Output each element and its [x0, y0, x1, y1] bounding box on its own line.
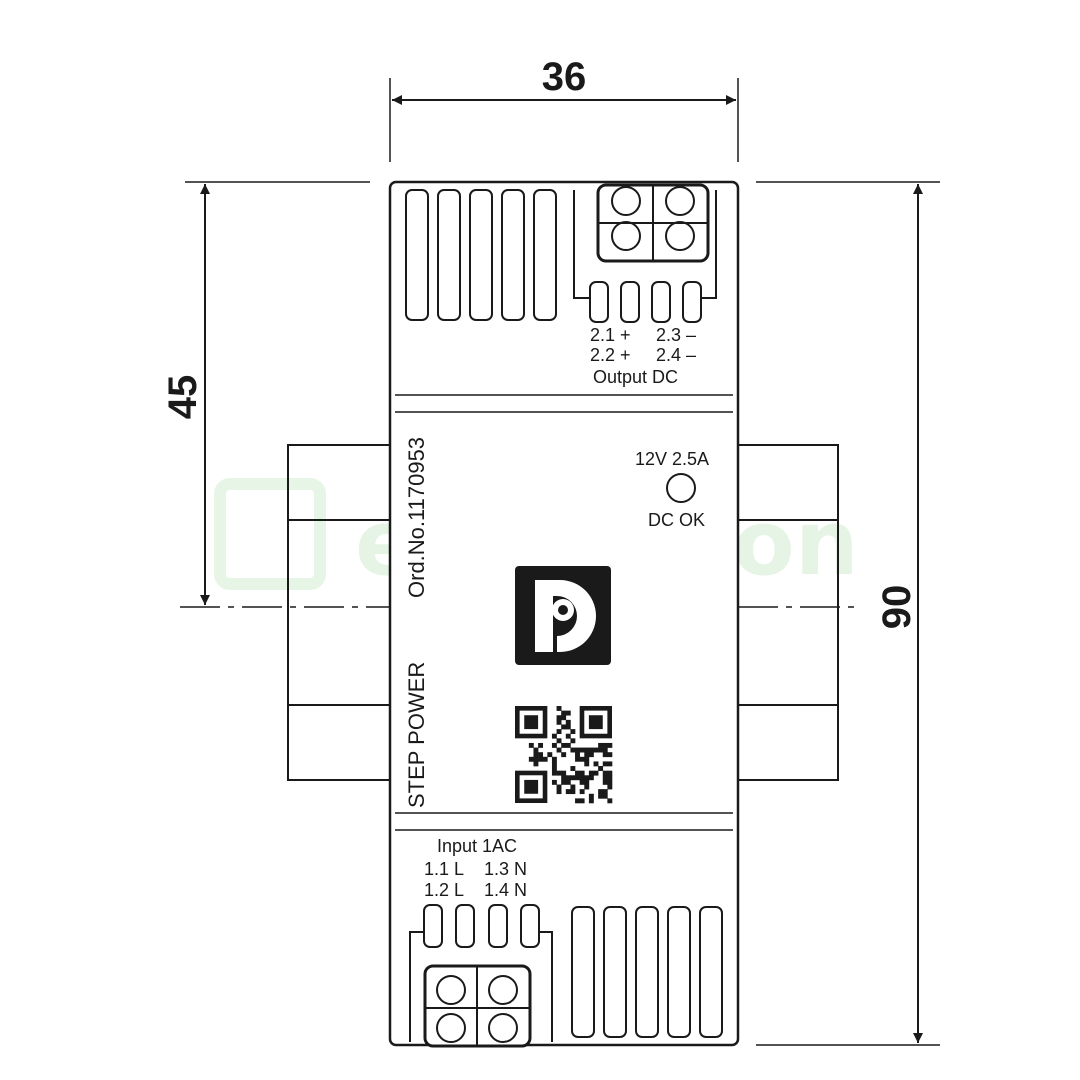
- input-label-1-3: 1.3 N: [484, 859, 527, 879]
- output-label-2-3: 2.3 –: [656, 325, 696, 345]
- input-label-1-1: 1.1 L: [424, 859, 464, 879]
- series-name: STEP POWER: [404, 662, 429, 808]
- output-terminal-block: [573, 183, 717, 323]
- output-label-2-4: 2.4 –: [656, 345, 696, 365]
- output-title: Output DC: [593, 367, 678, 387]
- dimension-half-height-label: 45: [161, 375, 205, 420]
- order-number: Ord.No.1170953: [404, 437, 429, 598]
- qr-code-icon: [515, 706, 613, 804]
- screw-terminal-icon[interactable]: [611, 186, 641, 216]
- dimension-height-label: 90: [875, 585, 919, 630]
- screw-terminal-icon[interactable]: [436, 1013, 466, 1043]
- status-led-icon: [666, 473, 696, 503]
- housing-dividers: [395, 394, 733, 831]
- rating-label: 12V 2.5A: [635, 449, 709, 469]
- screw-terminal-icon[interactable]: [665, 186, 695, 216]
- screw-terminal-icon[interactable]: [436, 975, 466, 1005]
- screw-terminal-icon[interactable]: [611, 221, 641, 251]
- input-label-1-4: 1.4 N: [484, 880, 527, 900]
- screw-terminal-icon[interactable]: [488, 975, 518, 1005]
- vent-slots-bottom: [571, 906, 723, 1038]
- screw-terminal-icon[interactable]: [665, 221, 695, 251]
- led-label: DC OK: [648, 510, 705, 530]
- screw-terminal-icon[interactable]: [488, 1013, 518, 1043]
- dimension-width: [389, 78, 739, 162]
- input-label-1-2: 1.2 L: [424, 880, 464, 900]
- vent-slots-top: [405, 189, 557, 321]
- output-label-2-2: 2.2 +: [590, 345, 631, 365]
- dimension-height: [756, 181, 940, 1046]
- dimension-half-height: [185, 181, 370, 605]
- phoenix-contact-logo-icon: [515, 566, 611, 665]
- input-terminal-block: [409, 904, 553, 1048]
- dimension-width-label: 36: [542, 55, 587, 99]
- input-title: Input 1AC: [437, 836, 517, 856]
- output-label-2-1: 2.1 +: [590, 325, 631, 345]
